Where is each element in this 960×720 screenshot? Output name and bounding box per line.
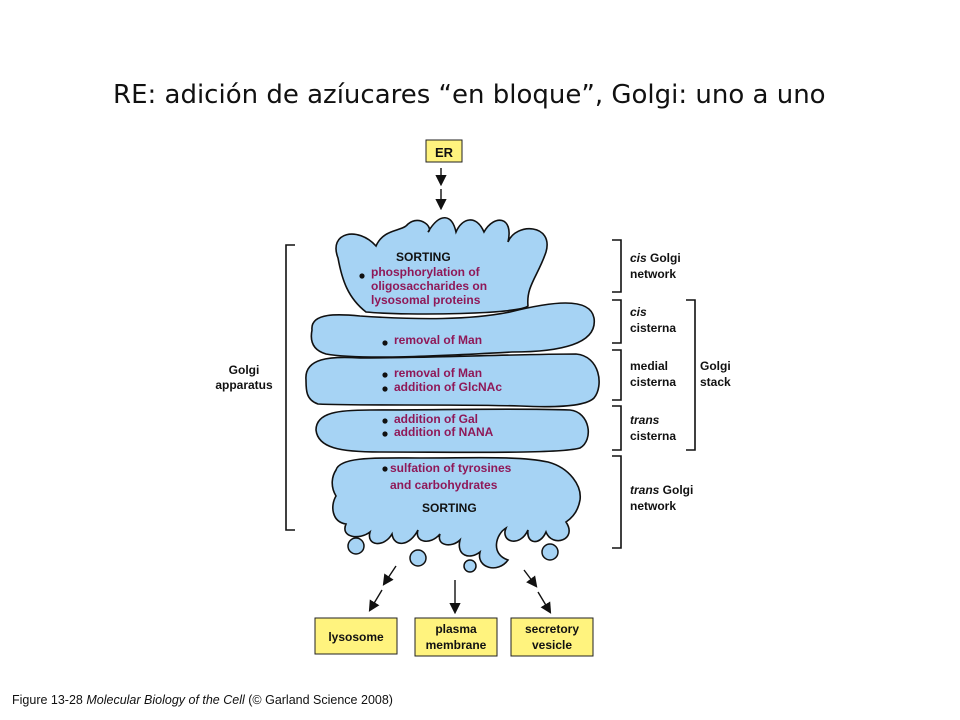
vesicle-3 <box>463 559 477 573</box>
process-text: lysosomal proteins <box>371 293 481 307</box>
cis-cisterna-bracket <box>612 299 622 344</box>
plasma-membrane-label: plasma <box>435 622 477 636</box>
copyright: (© Garland Science 2008) <box>244 693 393 707</box>
golgi-stack-label: Golgi <box>700 359 731 373</box>
trans-cisterna-bracket <box>612 405 622 451</box>
golgi-apparatus-label: Golgi <box>229 363 260 377</box>
book-title: Molecular Biology of the Cell <box>86 693 245 707</box>
slide-title: RE: adición de azíucares “en bloque”, Go… <box>113 80 826 110</box>
secretory-vesicle-label: vesicle <box>532 638 572 652</box>
lysosome-box <box>314 617 398 655</box>
trans-network-heading: SORTING <box>422 501 477 515</box>
trans-cisterna-label: trans <box>630 413 660 427</box>
figure-caption: Figure 13-28 Molecular Biology of the Ce… <box>12 693 393 707</box>
plasma-membrane-box <box>414 617 498 657</box>
trans-network-label: trans Golgi <box>630 483 693 497</box>
bullet <box>382 340 388 346</box>
bullet <box>382 431 388 437</box>
medial-cisterna-bracket <box>612 349 622 401</box>
cis-network-heading: SORTING <box>396 250 451 264</box>
process-text: oligosaccharides on <box>371 279 487 293</box>
process-text: removal of Man <box>394 366 482 380</box>
exit-arrow-lysosome-1 <box>382 565 397 586</box>
process-text: addition of NANA <box>394 425 494 439</box>
bullet <box>382 466 388 472</box>
process-text: addition of Gal <box>394 412 478 426</box>
golgi-apparatus-bracket <box>285 244 295 531</box>
bullet <box>359 273 365 279</box>
cis-cisterna-label: cis <box>630 305 647 319</box>
medial-cisterna-label: medial <box>630 359 668 373</box>
process-text: phosphorylation of <box>371 265 481 279</box>
process-text: and carbohydrates <box>390 478 498 492</box>
cis-cisterna-shape <box>310 302 595 358</box>
secretory-vesicle-label: secretory <box>525 622 579 636</box>
medial-cisterna-label: cisterna <box>630 375 676 389</box>
medial-cisterna-shape <box>305 353 600 408</box>
plasma-membrane-label: membrane <box>426 638 487 652</box>
golgi-stack-bracket <box>686 299 696 451</box>
vesicle-2 <box>409 549 427 567</box>
trans-network-label: network <box>630 499 676 513</box>
process-text: addition of GlcNAc <box>394 380 502 394</box>
vesicle-1 <box>347 537 365 555</box>
trans-golgi-network-shape <box>331 456 581 569</box>
lysosome-label: lysosome <box>328 630 384 644</box>
process-text: removal of Man <box>394 333 482 347</box>
golgi-stack-label: stack <box>700 375 731 389</box>
cis-cisterna-label: cisterna <box>630 321 676 335</box>
secretory-vesicle-box <box>510 617 594 657</box>
trans-network-bracket <box>612 455 622 549</box>
cis-network-label: cis Golgi <box>630 251 681 265</box>
cis-network-label: network <box>630 267 676 281</box>
bullet <box>382 386 388 392</box>
er-box <box>425 139 463 163</box>
exit-arrow-lysosome-2 <box>368 589 383 612</box>
cis-golgi-network-shape <box>335 216 548 315</box>
exit-arrow-vesicle-1 <box>523 569 538 588</box>
golgi-apparatus-label: apparatus <box>215 378 273 392</box>
cis-network-bracket <box>612 239 622 293</box>
process-text: sulfation of tyrosines <box>390 461 512 475</box>
exit-arrow-vesicle-2 <box>537 591 552 614</box>
trans-cisterna-label: cisterna <box>630 429 676 443</box>
bullet <box>382 372 388 378</box>
er-label: ER <box>435 145 454 160</box>
bullet <box>382 418 388 424</box>
figure-number: Figure 13-28 <box>12 693 87 707</box>
vesicle-4 <box>541 543 559 561</box>
